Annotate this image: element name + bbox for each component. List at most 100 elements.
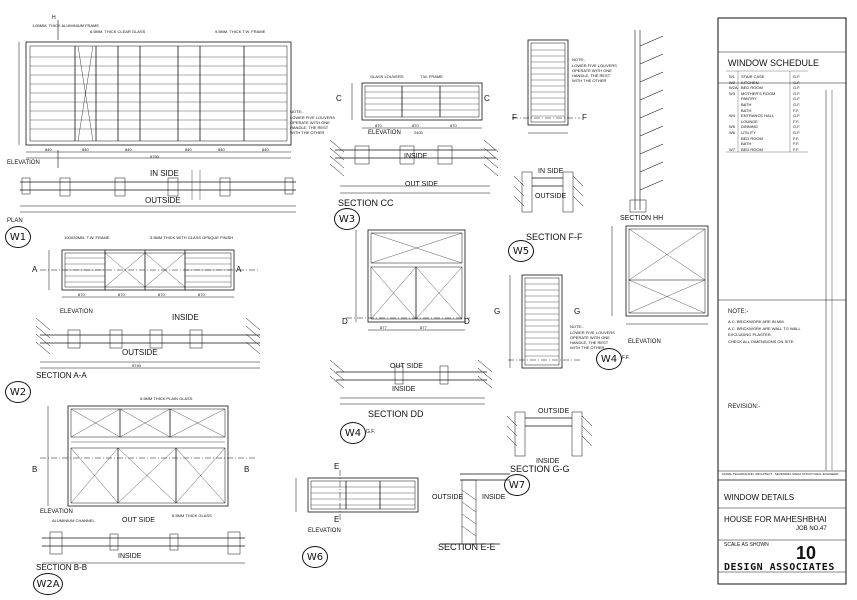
w3-side-note-2: LOWER FIVE LOUVERS — [290, 115, 335, 120]
w2a-mark-left: B — [32, 465, 38, 474]
w4-tag-suffix: G.F. — [366, 429, 376, 435]
w3-side-note-3: OPERATE WITH ONE — [290, 120, 330, 125]
schedule-room: PANTRY — [741, 96, 757, 102]
w2-dim-3: 870 — [158, 292, 165, 297]
w2a-tag: W2A — [33, 573, 63, 595]
w5-side-note-5: WITH THE OTHER — [572, 78, 607, 83]
w2-dim-4: 870 — [198, 292, 205, 297]
schedule-row: W6 UTILITY G.F. — [727, 130, 827, 137]
w3-outside-label: OUT SIDE — [405, 181, 438, 188]
w3-section-label: SECTION CC — [338, 198, 394, 208]
w1-elevation-label: ELEVATION — [7, 160, 40, 166]
section-ee — [440, 473, 510, 545]
schedule-row: W1 STAIR CASE G.F. — [727, 74, 827, 81]
w2-section-aa — [35, 317, 261, 369]
w5-tag: W5 — [508, 240, 534, 262]
w4ff-section-label: SECTION HH — [620, 215, 664, 222]
w4-elevation — [346, 229, 470, 331]
schedule-floor: G.F. — [793, 96, 801, 102]
w4-section-label: SECTION DD — [368, 409, 424, 419]
w3-side-note-5: WITH THE OTHER — [290, 130, 325, 135]
schedule-floor: G.F. — [793, 113, 801, 119]
schedule-floor: G.F. — [793, 124, 801, 130]
schedule-floor: G.F. — [793, 85, 801, 91]
schedule-code: W6 — [729, 130, 735, 135]
schedule-code: W1 — [729, 74, 735, 79]
w6-outside-label: OUTSIDE — [432, 494, 464, 501]
revision-label: REVISION:- — [728, 404, 761, 410]
schedule-title: WINDOW SCHEDULE — [728, 58, 820, 68]
w5-mark-right: F — [582, 113, 587, 122]
w1-dim-5: 840 — [218, 147, 225, 152]
w4-mark-left: D — [342, 317, 348, 326]
firm-line: KAMAL TEHARCHAND, ARCHITECT : SEVENDRA S… — [722, 472, 839, 476]
w3-note-2: T.W. FRAME — [420, 74, 443, 79]
schedule-room: UTILITY — [741, 130, 756, 135]
schedule-row: PANTRY G.F. — [727, 96, 827, 103]
w3-elevation-label: ELEVATION — [368, 130, 401, 136]
schedule-room: ENTRANCE HALL — [741, 113, 775, 119]
schedule-floor: F.F. — [793, 141, 800, 147]
w4-tag: W4 — [340, 422, 366, 444]
schedule-room: BATH — [741, 107, 752, 113]
w4-dim-1: 877 — [380, 325, 387, 330]
w1-note-3: 9.5MM. THICK T.W. FRAME — [215, 29, 266, 34]
w6-mark-top: E — [334, 462, 340, 471]
w5-mark-left: F — [512, 113, 517, 122]
w2-mark-right: A — [236, 265, 242, 274]
w4ff-tag-suffix: F.F. — [622, 355, 630, 361]
w7-outside-label: OUTSIDE — [538, 408, 570, 415]
w1-dim-1: 840 — [45, 147, 52, 152]
w1-dim-4: 840 — [185, 147, 192, 152]
schedule-row: BATH F.F. — [727, 141, 827, 148]
w2-tag: W2 — [5, 381, 31, 403]
schedule-room: KITCHEN — [741, 79, 759, 85]
w7-tag: W7 — [504, 474, 530, 496]
w5-section-label: SECTION F-F — [526, 232, 583, 242]
w2a-note-3: 6.5MM THICK GLASS — [172, 513, 212, 518]
schedule-room: BED ROOM — [741, 85, 763, 91]
w3-dim-1: 870 — [375, 123, 382, 128]
schedule-room: BATH — [741, 141, 752, 147]
w7-mark-right: G — [574, 307, 581, 316]
w5-side-note-3: OPERATE WITH ONE — [572, 68, 612, 73]
w2-mark-left: A — [32, 265, 38, 274]
w2a-section-label: SECTION B-B — [36, 563, 88, 572]
w2a-elevation — [40, 405, 256, 507]
schedule-code: W2A — [729, 85, 738, 91]
schedule-room: STAIR CASE — [741, 74, 765, 79]
w6-elevation — [295, 470, 419, 520]
schedule-floor: F.F. — [793, 107, 800, 113]
schedule-floor: G.F. — [793, 102, 801, 107]
schedule-floor: F.F. — [793, 118, 800, 124]
w2-dim-2: 870 — [118, 292, 125, 297]
w3-mark-left: C — [336, 94, 342, 103]
w2a-section-bb — [42, 531, 245, 564]
w1-dim-2: 840 — [82, 147, 89, 152]
schedule-floor: G.F. — [793, 130, 801, 135]
schedule-floor: G.F. — [793, 74, 801, 79]
w3-inside-label: INSIDE — [404, 153, 428, 160]
w7-side-note-5: WITH THE OTHER — [570, 345, 605, 350]
note-line-2: A.C. BRICKWORK ARE WALL TO WALL — [728, 326, 801, 331]
w6-tag: W6 — [302, 546, 328, 568]
w2-dim-total: 5740 — [132, 363, 141, 368]
w1-note-2: 6.5MM. THICK CLEAR GLASS — [90, 29, 146, 34]
w4-dim-2: 877 — [420, 325, 427, 330]
w4ff-elevation — [611, 225, 709, 325]
w7-inside-label: INSIDE — [536, 458, 560, 465]
note-title: NOTE:- — [728, 309, 749, 315]
title-block-frame — [717, 17, 847, 585]
w4-section-dd — [329, 359, 493, 405]
w1-plan — [20, 170, 296, 213]
w1-dim-total: 5790 — [150, 154, 159, 159]
schedule-floor: F.F. — [793, 135, 800, 141]
w1-outside-label: OUTSIDE — [145, 196, 181, 205]
